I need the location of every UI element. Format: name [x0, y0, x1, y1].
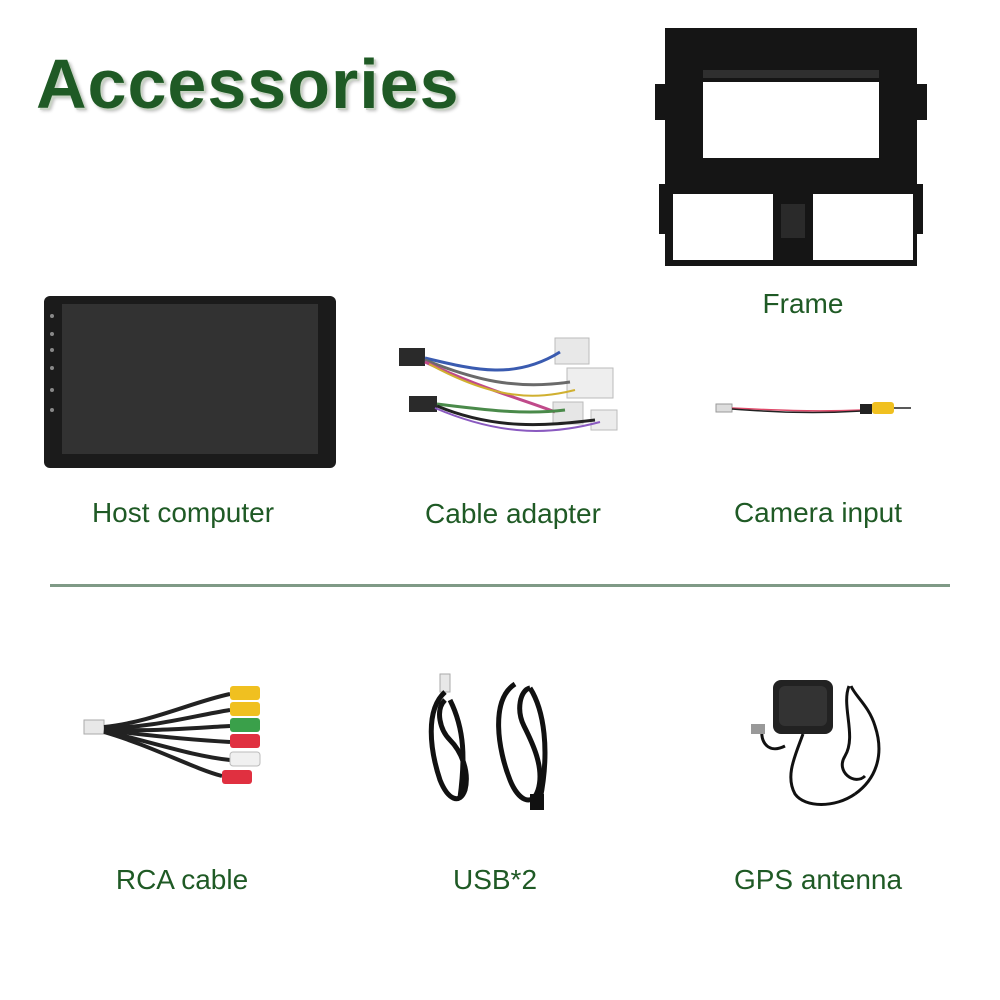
page-title: Accessories — [36, 45, 460, 123]
camera-input-label: Camera input — [733, 497, 903, 528]
rca-cable-image — [82, 682, 272, 792]
frame-image — [655, 24, 930, 274]
host-computer-label: Host computer — [91, 497, 275, 528]
usb-label: USB*2 — [452, 864, 538, 895]
cable-adapter-image — [395, 330, 635, 450]
frame-label: Frame — [762, 288, 844, 319]
gps-antenna-image — [745, 676, 905, 811]
rca-cable-label: RCA cable — [115, 864, 249, 895]
gps-antenna-label: GPS antenna — [733, 864, 903, 895]
usb-cables-image — [420, 670, 570, 815]
host-computer-image — [40, 294, 340, 474]
camera-input-image — [712, 396, 912, 422]
cable-adapter-label: Cable adapter — [425, 498, 601, 529]
section-divider — [50, 584, 950, 587]
